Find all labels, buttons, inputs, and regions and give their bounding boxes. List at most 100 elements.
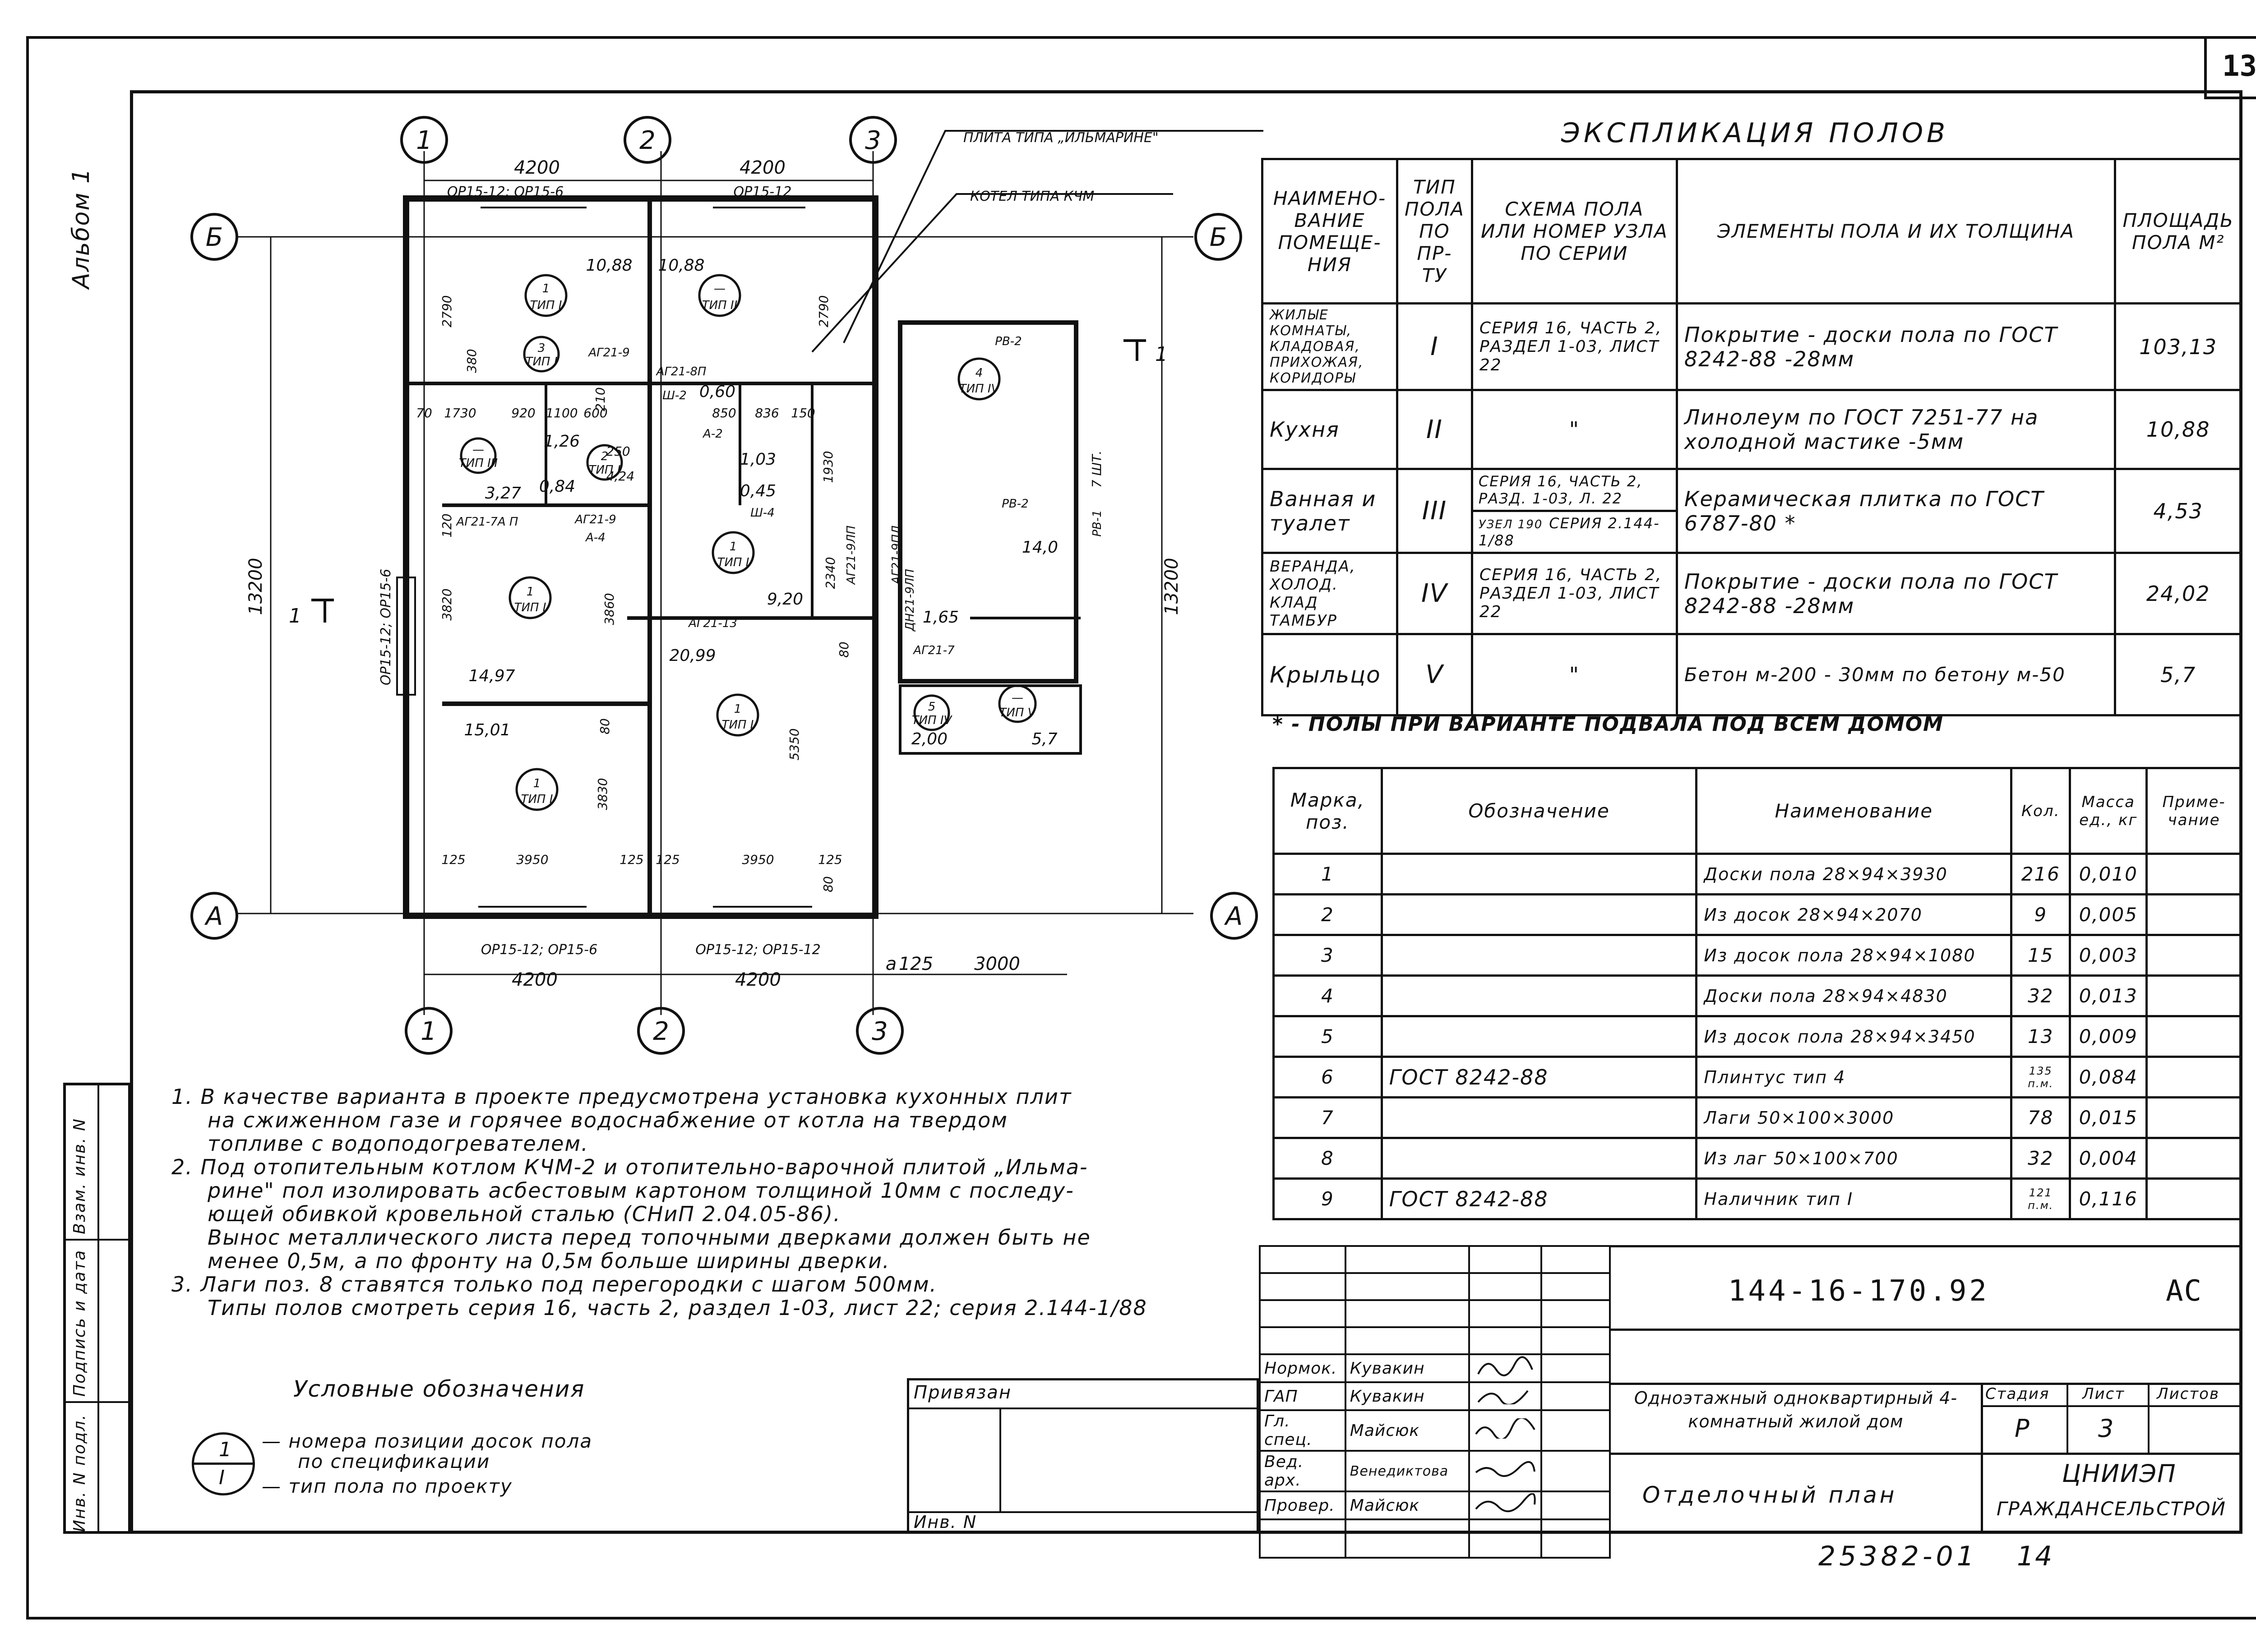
- dim-inner: 850: [712, 406, 736, 420]
- room-area: 1,26: [544, 432, 580, 451]
- dim-inner: 80: [821, 876, 836, 892]
- room-marker-type: ТИП I: [526, 355, 558, 369]
- dim-side-right: 13200: [1161, 558, 1182, 615]
- spec-row: 1 Доски пола 28×94×3930 216 0,010: [1272, 853, 2242, 895]
- spec-mass: 0,009: [2069, 1015, 2148, 1058]
- spec-pos: 4: [1272, 974, 1383, 1017]
- dim-inner: 80: [597, 718, 612, 734]
- dim-inner: 2790: [816, 295, 831, 327]
- note-line: менее 0,5м, а по фронту на 0,5м больше ш…: [208, 1249, 890, 1273]
- side-stamp: Инв. N подл. Подпись и дата Взам. инв. N: [63, 1083, 131, 1534]
- sig-name: Кувакин: [1344, 1353, 1470, 1383]
- axis-label-bottom: 1: [421, 1017, 437, 1046]
- stage-value: Р: [2015, 1414, 2030, 1443]
- stove-label: ПЛИТА ТИПА „ИЛЬМАРИНЕ": [963, 130, 1159, 146]
- inv-label: Инв. N: [914, 1512, 977, 1532]
- spec-qty: 15: [2010, 934, 2071, 977]
- dim-inner: 7 ШТ.: [1089, 451, 1104, 488]
- room-area: 0,60: [699, 383, 735, 401]
- spec-desig: [1380, 853, 1698, 895]
- spec-note: [2145, 1137, 2242, 1180]
- dim-inner: 836: [755, 406, 779, 420]
- spec-desig: [1380, 974, 1698, 1017]
- sheet-number: 13: [2222, 50, 2256, 83]
- door-tag: ДН21-9ЛП: [903, 569, 917, 632]
- axis-label-side: А: [204, 902, 223, 931]
- title-block: Привязан Инв. N Нормок. Кувакин ГАП Кува…: [907, 1245, 2242, 1559]
- sig-role: Провер.: [1259, 1490, 1346, 1520]
- spec-name: Плинтус тип 4: [1695, 1056, 2013, 1098]
- room-marker-num: 3: [538, 341, 546, 355]
- spec-pos: 2: [1272, 893, 1383, 936]
- window-label: ОР15-12; ОР15-6: [378, 569, 394, 685]
- dim-inner: 70: [416, 406, 432, 420]
- room-marker-type: ТИП I: [530, 299, 562, 312]
- expl-room: Ванная и туалет: [1261, 468, 1398, 554]
- signature-table: Нормок. Кувакин ГАП Кувакин Гл. спец. Ма…: [1259, 1245, 1611, 1559]
- bound-box: Привязан Инв. N: [907, 1378, 1259, 1534]
- sheet-name: Отделочный план: [1642, 1482, 1897, 1508]
- room-marker-type: ТИП II: [702, 299, 737, 312]
- spec-note: [2145, 853, 2242, 895]
- room-area: 1,65: [923, 608, 959, 627]
- side-stamp-replace: Взам. инв. N: [70, 1118, 89, 1234]
- spec-desig: [1380, 893, 1698, 936]
- boiler-label: КОТЕЛ ТИПА КЧМ: [970, 189, 1095, 204]
- sheet-label: Лист: [2082, 1385, 2125, 1403]
- album-label: Альбом 1: [68, 167, 95, 289]
- spec-pos: 9: [1272, 1177, 1383, 1220]
- note-line: топливе с водоподогревателем.: [208, 1131, 589, 1156]
- note-line: рине" пол изолировать асбестовым картоно…: [208, 1178, 1074, 1203]
- spec-mass: 0,116: [2069, 1177, 2148, 1220]
- note-line: 1. В качестве варианта в проекте предусм…: [171, 1084, 1072, 1109]
- spec-mass: 0,015: [2069, 1096, 2148, 1139]
- spec-desig: [1380, 1015, 1698, 1058]
- side-stamp-sign: Подпись и дата: [70, 1249, 89, 1397]
- room-area: 10,88: [658, 256, 704, 275]
- room-marker-type: ТИП I: [514, 601, 546, 614]
- legend-line: по спецификации: [298, 1450, 490, 1472]
- spec-name: Из лаг 50×100×700: [1695, 1137, 2013, 1180]
- room-marker-type: ТИП III: [459, 457, 498, 470]
- expl-header: НАИМЕНО-ВАНИЕ ПОМЕЩЕ-НИЯ: [1261, 158, 1398, 305]
- sheet-outer-frame: [26, 36, 2256, 1620]
- room-marker-type: ТИП IV: [912, 714, 953, 727]
- legend-symbol: 1 I: [192, 1432, 255, 1495]
- sig-role: ГАП: [1259, 1381, 1346, 1411]
- spec-header: Кол.: [2010, 767, 2071, 855]
- room-marker-num: 4: [975, 366, 983, 380]
- room-marker-type: ТИП I: [722, 718, 754, 732]
- room-area: 20,99: [669, 646, 716, 665]
- door-tag: РВ-2: [995, 335, 1022, 348]
- expl-scheme: СЕРИЯ 16, ЧАСТЬ 2, РАЗДЕЛ 1-03, ЛИСТ 22: [1470, 552, 1678, 635]
- dim-inner: 125: [818, 852, 842, 867]
- dim-inner: 150: [791, 406, 815, 420]
- spec-name: Из досок пола 28×94×3450: [1695, 1015, 2013, 1058]
- spec-header: Масса ед., кг: [2069, 767, 2148, 855]
- room-area: 14,97: [468, 667, 515, 685]
- expl-scheme: СЕРИЯ 16, ЧАСТЬ 2, РАЗД. 1-03, Л. 22: [1473, 470, 1676, 512]
- axis-label-top: 1: [416, 126, 432, 155]
- sig-name: Венедиктова: [1344, 1450, 1470, 1492]
- room-marker-type: ТИП V: [999, 706, 1037, 720]
- section-mark: 1: [289, 605, 301, 628]
- room-marker-type: ТИП IV: [959, 382, 1000, 396]
- expl-elements: Покрытие - доски пола по ГОСТ 8242-88 -2…: [1675, 552, 2117, 635]
- spec-qty: 13: [2010, 1015, 2071, 1058]
- room-marker-num: 1: [734, 702, 742, 716]
- spec-name: Из досок пола 28×94×1080: [1695, 934, 2013, 977]
- dim-side-left: 13200: [245, 558, 266, 615]
- axis-label-bottom: 2: [653, 1017, 669, 1046]
- door-tag: АГ21-9ПЛ: [890, 526, 903, 585]
- expl-type: III: [1396, 468, 1473, 554]
- expl-area: 5,7: [2114, 633, 2242, 716]
- note-line: Типы полов смотреть серия 16, часть 2, р…: [208, 1296, 1147, 1320]
- dim-inner: 3860: [602, 593, 617, 625]
- bound-label: Привязан: [914, 1382, 1012, 1403]
- notes-block: 1. В качестве варианта в проекте предусм…: [171, 1085, 1147, 1320]
- dim-inner: 120: [439, 513, 454, 537]
- note-line: ющей обивкой кровельной сталью (СНиП 2.0…: [208, 1202, 841, 1226]
- door-tag: АГ21-9ЛП: [845, 526, 858, 585]
- dim-inner: 125: [619, 852, 643, 867]
